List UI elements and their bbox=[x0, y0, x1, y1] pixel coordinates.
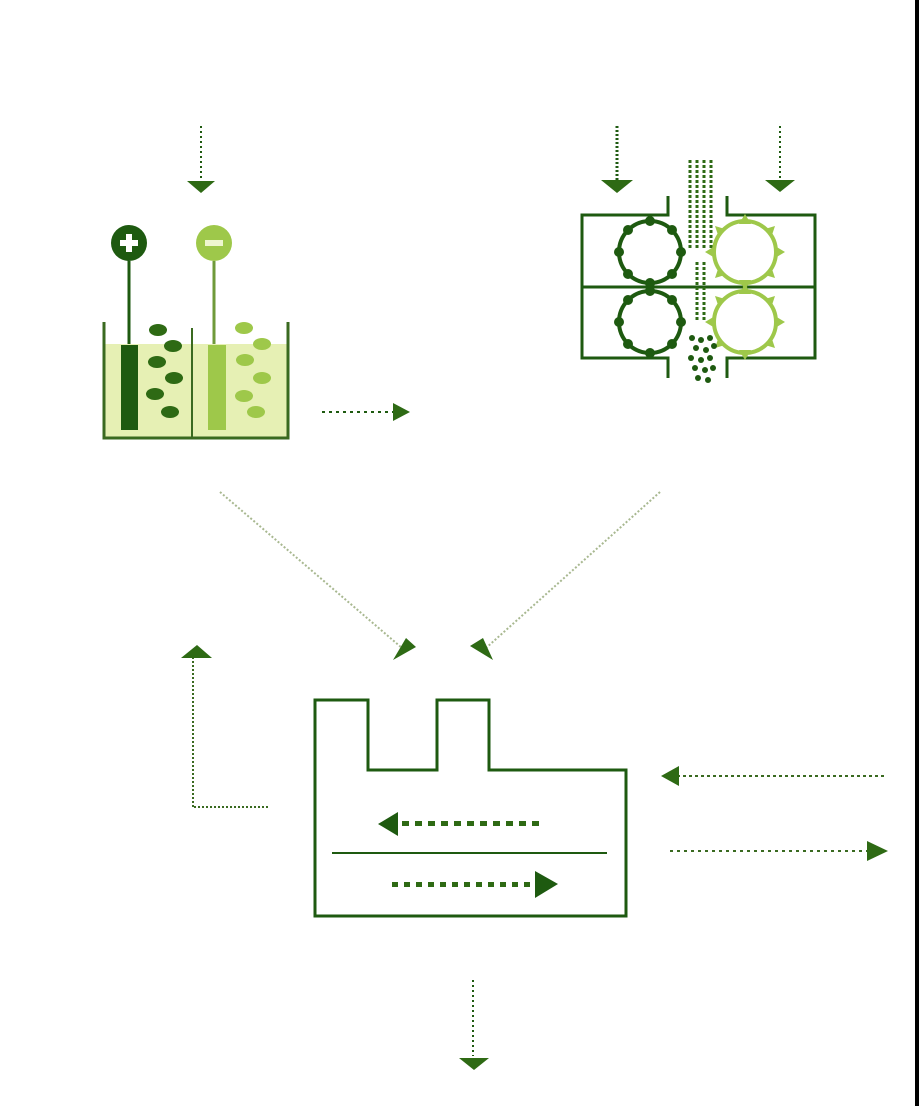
positive-electrode bbox=[121, 345, 138, 430]
input-arrow-crusher-left bbox=[601, 126, 633, 193]
input-arrow-crusher-right bbox=[765, 126, 795, 192]
positive-terminal-icon: + bbox=[111, 225, 147, 261]
arrow-electrolysis-to-crusher bbox=[322, 403, 410, 421]
electrolysis-cell: + − bbox=[102, 225, 290, 440]
input-arrow-electrolysis bbox=[187, 126, 215, 193]
gear-upper-left-icon bbox=[614, 216, 686, 288]
internal-flow-right-icon bbox=[392, 871, 558, 898]
arrow-external-input bbox=[661, 766, 884, 786]
gear-upper-right-icon bbox=[705, 214, 785, 290]
arrow-crusher-to-unit bbox=[470, 491, 661, 660]
arrow-bottom-output bbox=[459, 980, 489, 1070]
particles-dark bbox=[146, 324, 183, 418]
negative-electrode bbox=[208, 345, 226, 430]
arrow-cell-to-unit bbox=[219, 491, 416, 660]
process-unit bbox=[313, 698, 628, 918]
gear-lower-right-icon bbox=[705, 284, 785, 360]
feed-stream bbox=[688, 160, 713, 320]
recycle-arrow bbox=[181, 645, 268, 808]
crushed-particles bbox=[688, 335, 717, 383]
gear-crusher bbox=[580, 160, 817, 383]
process-unit-outline bbox=[313, 698, 628, 918]
tank-outline bbox=[102, 322, 290, 440]
negative-terminal-icon: − bbox=[196, 225, 232, 261]
arrow-external-output bbox=[670, 841, 888, 861]
particles-light bbox=[235, 322, 271, 418]
gear-lower-left-icon bbox=[614, 286, 686, 358]
internal-flow-left-icon bbox=[378, 812, 539, 836]
page-border bbox=[915, 0, 919, 1106]
